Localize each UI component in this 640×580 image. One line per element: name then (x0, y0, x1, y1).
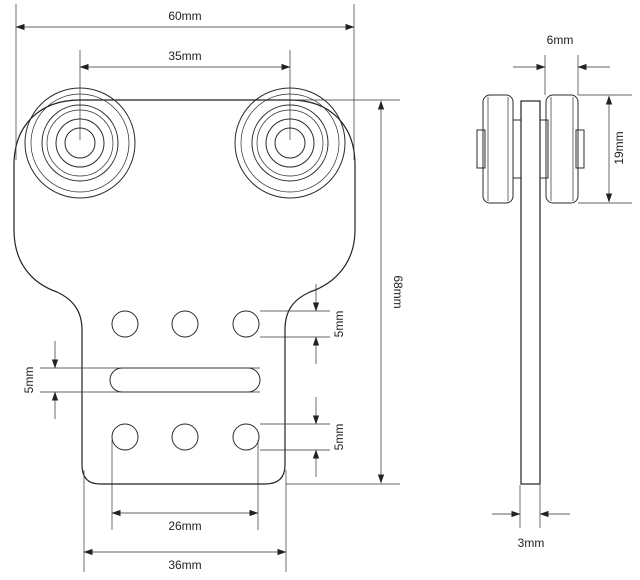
hole (232, 310, 260, 338)
side-left-wheel (476, 94, 522, 204)
dim-base-width: 36mm (168, 558, 201, 572)
dim-wheel-diameter: 19mm (612, 131, 626, 164)
hole (171, 310, 199, 338)
side-plate (520, 100, 541, 485)
dim-plate-thickness: 3mm (518, 536, 545, 550)
hole (232, 423, 260, 451)
dim-hole-gap-bottom: 5mm (332, 424, 346, 451)
dim-overall-width: 60mm (168, 9, 201, 23)
hole (171, 423, 199, 451)
dim-wheel-width: 6mm (547, 33, 574, 47)
side-view: 6mm 19mm 3mm (476, 33, 632, 550)
front-view: 60mm 35mm 68mm 5mm 5mm 5mm 26mm 36mm (13, 4, 405, 572)
dim-hole-span: 26mm (168, 519, 201, 533)
dim-slot-height: 5mm (22, 367, 36, 394)
dim-wheel-spacing: 35mm (168, 49, 201, 63)
hole (111, 310, 139, 338)
side-right-wheel (539, 94, 585, 204)
hole (111, 423, 139, 451)
dim-height: 68mm (391, 275, 405, 308)
dim-hole-gap-top: 5mm (332, 311, 346, 338)
plate-outline (13, 99, 356, 485)
